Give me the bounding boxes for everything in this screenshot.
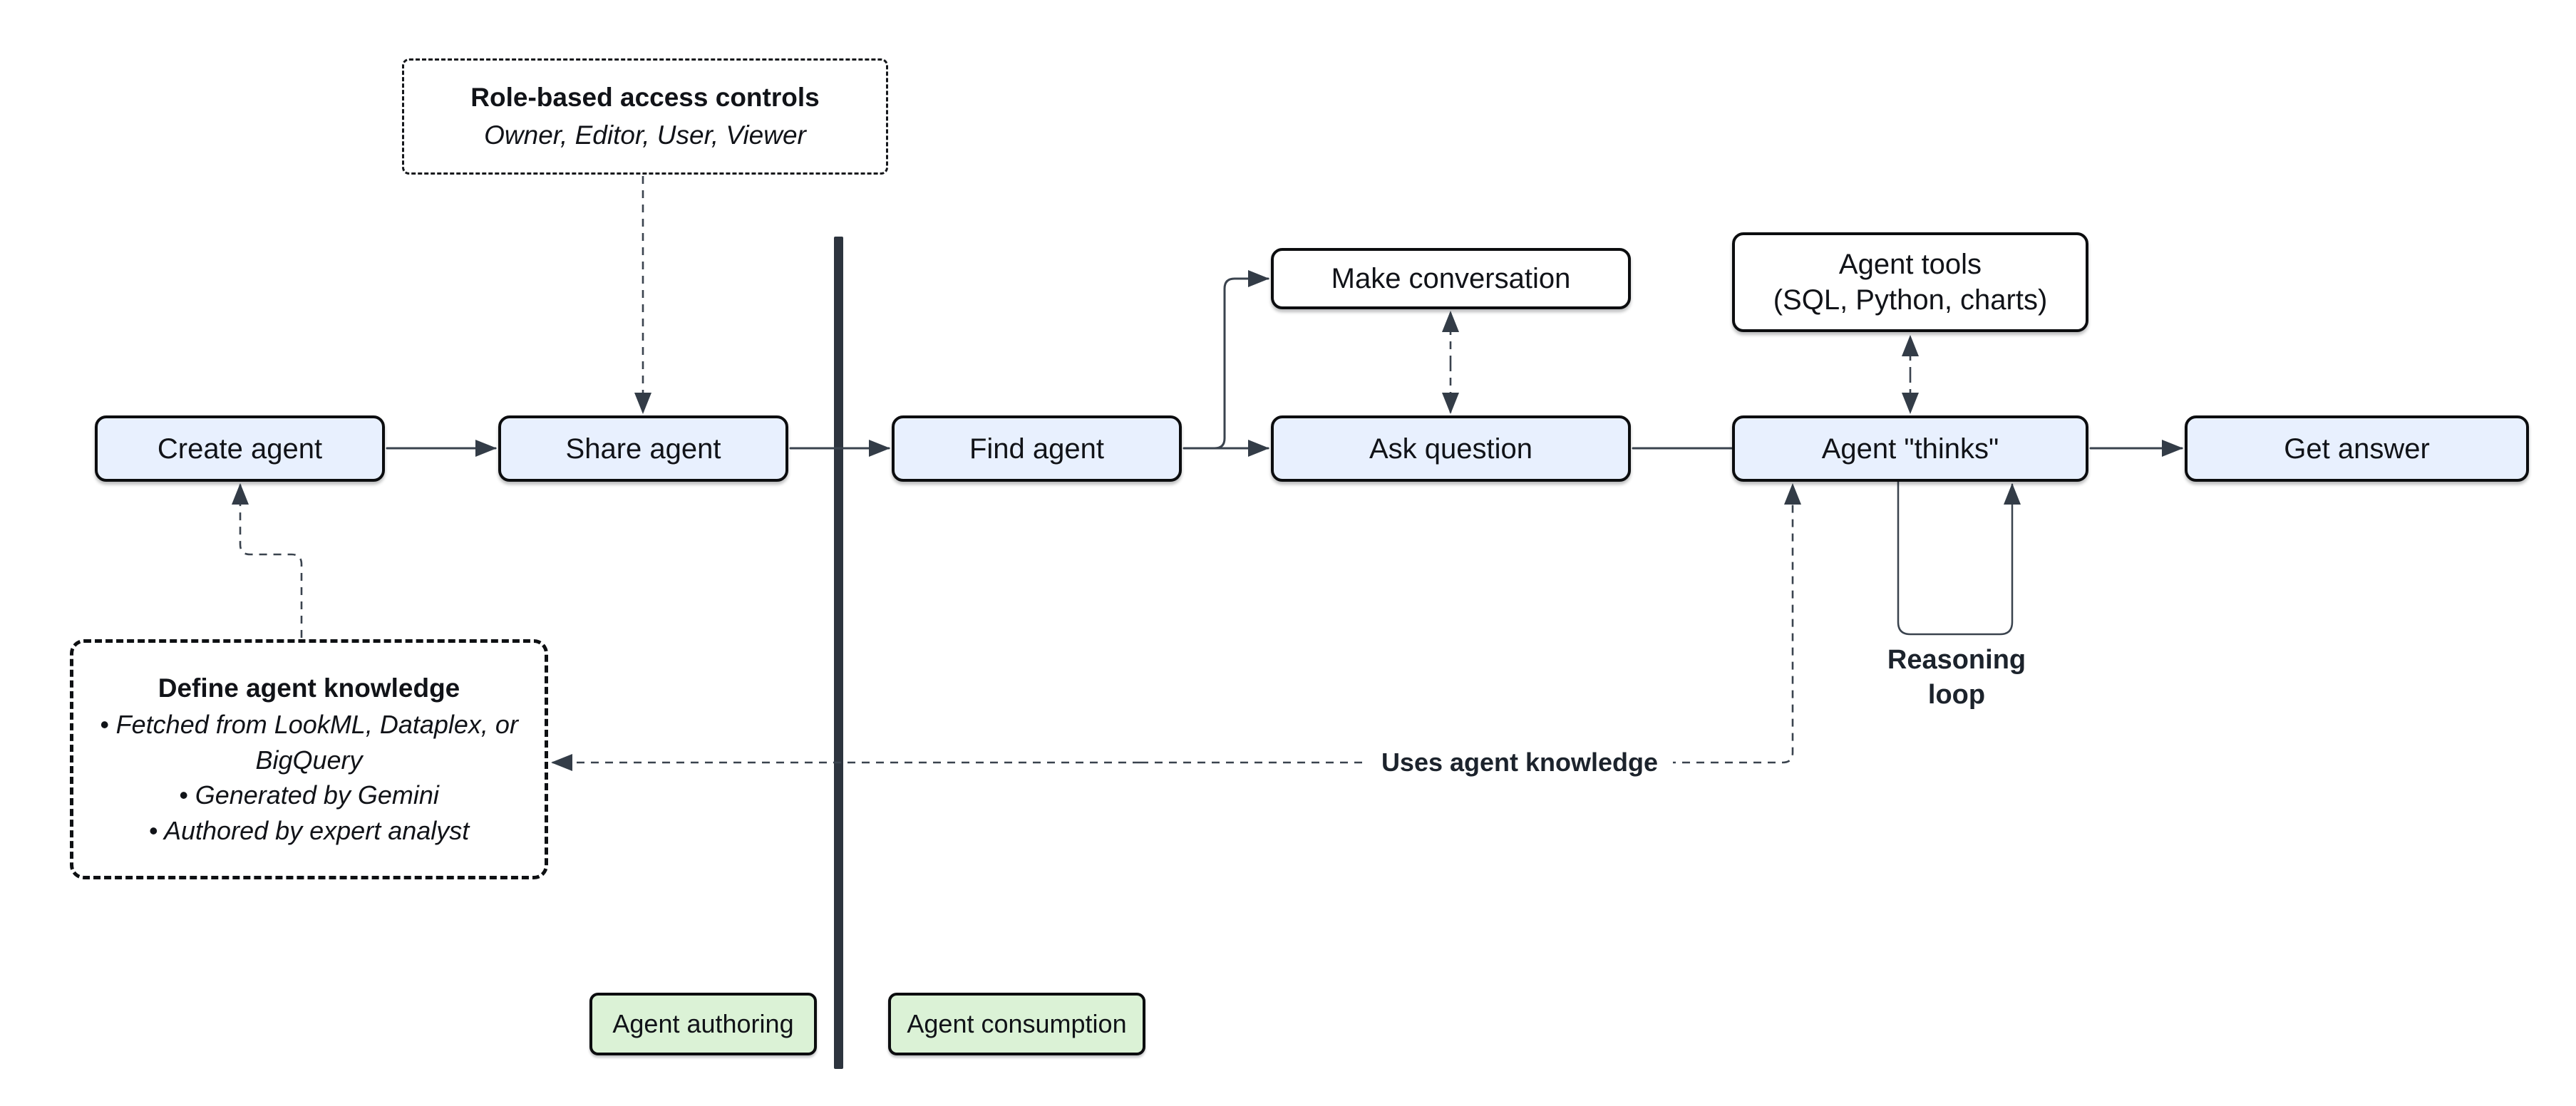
arrow-find-to-make-conversation [1213,270,1269,450]
agent-tools-line2: (SQL, Python, charts) [1773,284,2048,316]
node-agent-tools: Agent tools (SQL, Python, charts) [1732,232,2088,332]
stage-divider-line [834,237,843,1069]
agent-tools-line1: Agent tools [1838,249,1982,280]
knowledge-bullet-gemini: • Generated by Gemini [179,780,439,810]
reasoning-loop-text: Reasoning loop [1887,644,2026,710]
note-role-based-access: Role-based access controls Owner, Editor… [402,58,888,175]
badge-agent-consumption: Agent consumption [888,993,1145,1055]
badge-agent-authoring-label: Agent authoring [612,1009,794,1038]
label-uses-agent-knowledge: Uses agent knowledge [1366,743,1673,782]
label-reasoning-loop: Reasoning loop [1875,639,2039,717]
node-share-agent-label: Share agent [565,433,721,465]
dashed-uses-knowledge-up [1140,483,1801,764]
rbac-roles: Owner, Editor, User, Viewer [484,120,806,150]
arrow-reasoning-loop [1897,480,2021,636]
note-define-agent-knowledge: Define agent knowledge • Fetched from Lo… [70,639,548,879]
knowledge-bullet-analyst: • Authored by expert analyst [148,816,470,846]
node-create-agent: Create agent [95,415,385,482]
uses-agent-knowledge-text: Uses agent knowledge [1381,748,1659,777]
node-ask-question-label: Ask question [1369,433,1533,465]
rbac-title: Role-based access controls [470,82,820,112]
node-agent-thinks: Agent "thinks" [1732,415,2088,482]
node-get-answer-label: Get answer [2284,433,2430,465]
dashed-knowledge-to-create [232,483,303,638]
node-create-agent-label: Create agent [157,433,323,465]
badge-agent-consumption-label: Agent consumption [907,1009,1127,1038]
node-make-conversation: Make conversation [1271,248,1631,309]
node-find-agent: Find agent [892,415,1182,482]
node-share-agent: Share agent [498,415,788,482]
badge-agent-authoring: Agent authoring [589,993,817,1055]
node-ask-question: Ask question [1271,415,1631,482]
knowledge-bullet-sources: • Fetched from LookML, Dataplex, or BigQ… [100,710,518,775]
node-agent-thinks-label: Agent "thinks" [1821,433,1999,465]
node-get-answer: Get answer [2185,415,2529,482]
node-make-conversation-label: Make conversation [1331,263,1571,294]
knowledge-title: Define agent knowledge [158,673,460,703]
node-find-agent-label: Find agent [969,433,1105,465]
